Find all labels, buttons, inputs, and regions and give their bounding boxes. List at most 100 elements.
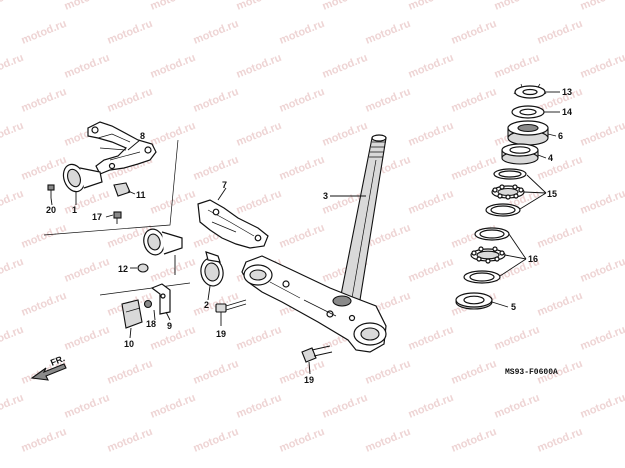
watermark-text: motod.ru (407, 120, 456, 149)
watermark-text: motod.ru (579, 0, 625, 13)
watermark-text: motod.ru (579, 256, 625, 285)
watermark-text: motod.ru (0, 52, 25, 81)
watermark-text: motod.ru (63, 256, 112, 285)
callout-11: 11 (136, 190, 146, 200)
watermark-text: motod.ru (321, 120, 370, 149)
horn-assembly-lower (121, 187, 269, 339)
watermark-text: motod.ru (493, 52, 542, 81)
watermark-text: motod.ru (321, 392, 370, 421)
arrow-icon (30, 363, 67, 381)
bolt-part-19-lower (301, 345, 333, 375)
watermark-text: motod.ru (235, 324, 284, 353)
watermark-text: motod.ru (536, 290, 585, 319)
watermark-text: motod.ru (20, 18, 69, 47)
dust-seal-part-4 (501, 143, 539, 165)
steering-stem-part-3 (241, 134, 387, 353)
bolt-part-20 (47, 184, 55, 198)
callout-4: 4 (548, 153, 553, 163)
watermark-text: motod.ru (0, 120, 25, 149)
watermark-text: motod.ru (149, 0, 198, 13)
watermark-text: motod.ru (106, 358, 155, 387)
watermark-text: motod.ru (0, 0, 25, 13)
callout-10: 10 (124, 339, 134, 349)
watermark-text: motod.ru (321, 52, 370, 81)
group-divider-lower (99, 282, 191, 296)
adjusting-nut-part-6 (507, 120, 549, 146)
watermark-text: motod.ru (235, 120, 284, 149)
watermark-text: motod.ru (20, 86, 69, 115)
watermark-text: motod.ru (407, 188, 456, 217)
front-direction-arrow: FR. (30, 353, 67, 381)
horn-part-2 (200, 251, 224, 287)
watermark-text: motod.ru (536, 426, 585, 455)
watermark-text: motod.ru (0, 188, 25, 217)
watermark-text: motod.ru (407, 392, 456, 421)
group-divider-upper (43, 139, 179, 236)
horn-part-1-lower (143, 228, 183, 256)
watermark-text: motod.ru (321, 0, 370, 13)
watermark-text: motod.ru (278, 222, 327, 251)
watermark-text: motod.ru (450, 18, 499, 47)
clip-part-11 (113, 182, 131, 197)
watermark-text: motod.ru (149, 256, 198, 285)
watermark-text: motod.ru (0, 392, 25, 421)
clip-part-10 (121, 299, 143, 329)
callout-8: 8 (140, 131, 145, 141)
callout-1: 1 (72, 205, 77, 215)
watermark-text: motod.ru (106, 86, 155, 115)
watermark-text: motod.ru (364, 426, 413, 455)
watermark-text: motod.ru (63, 0, 112, 13)
watermark-text: motod.ru (106, 426, 155, 455)
watermark-text: motod.ru (493, 392, 542, 421)
watermark-text: motod.ru (235, 188, 284, 217)
callout-2: 2 (204, 300, 209, 310)
watermark-text: motod.ru (192, 154, 241, 183)
watermark-text: motod.ru (63, 52, 112, 81)
seal-part-5 (455, 292, 493, 310)
watermark-text: motod.ru (579, 324, 625, 353)
watermark-text: motod.ru (450, 154, 499, 183)
grommet-part-12 (130, 263, 149, 273)
watermark-text: motod.ru (536, 18, 585, 47)
callout-13: 13 (562, 87, 572, 97)
horn-bracket-part-8 (87, 121, 157, 175)
watermark-text: motod.ru (63, 392, 112, 421)
washer-part-14 (511, 105, 545, 119)
watermark-text: motod.ru (20, 290, 69, 319)
watermark-text: motod.ru (364, 86, 413, 115)
callout-17: 17 (92, 212, 102, 222)
watermark-text: motod.ru (149, 120, 198, 149)
watermark-text: motod.ru (278, 154, 327, 183)
watermark-text: motod.ru (407, 52, 456, 81)
watermark-text: motod.ru (235, 392, 284, 421)
catalog-code: MS93-F0600A (505, 368, 558, 377)
watermark-text: motod.ru (278, 358, 327, 387)
callout-14: 14 (562, 107, 572, 117)
bolt-part-17 (113, 211, 122, 224)
callout-19-lower: 19 (304, 375, 314, 385)
callout-18: 18 (146, 319, 156, 329)
bolt-part-19-upper (215, 299, 247, 326)
watermark-text: motod.ru (579, 188, 625, 217)
watermark-text: motod.ru (450, 358, 499, 387)
callout-19-upper: 19 (216, 329, 226, 339)
watermark-text: motod.ru (536, 222, 585, 251)
watermark-text: motod.ru (192, 426, 241, 455)
callout-3: 3 (323, 191, 328, 201)
nut-part-18 (143, 299, 153, 309)
watermark-text: motod.ru (0, 324, 25, 353)
stay-part-9 (150, 283, 171, 315)
watermark-text: motod.ru (235, 0, 284, 13)
watermark-text: motod.ru (579, 120, 625, 149)
horn-assembly-upper (43, 121, 191, 296)
locknut-part-13 (513, 83, 547, 99)
callout-12: 12 (118, 264, 128, 274)
watermark-text: motod.ru (579, 392, 625, 421)
bearing-part-16 (463, 227, 510, 284)
watermark-text: motod.ru (63, 324, 112, 353)
watermark-text: motod.ru (450, 86, 499, 115)
watermark-text: motod.ru (407, 0, 456, 13)
watermark-text: motod.ru (278, 86, 327, 115)
watermark-text: motod.ru (149, 52, 198, 81)
watermark-text: motod.ru (493, 324, 542, 353)
